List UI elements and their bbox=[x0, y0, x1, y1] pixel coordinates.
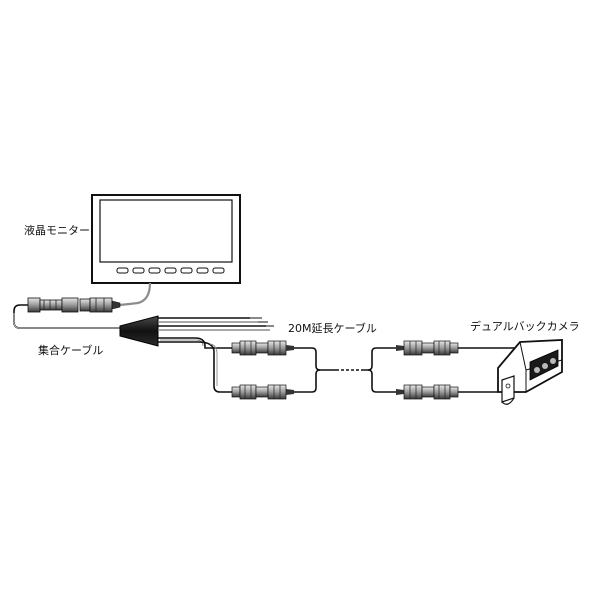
connector-pair-3 bbox=[396, 340, 459, 356]
hub-cable-2 bbox=[158, 341, 232, 393]
monitor-label: 液晶モニター bbox=[24, 224, 90, 237]
loose-wires bbox=[158, 317, 274, 331]
connector-icon bbox=[231, 340, 294, 356]
harness-hub bbox=[119, 315, 159, 347]
camera-icon bbox=[497, 339, 563, 405]
extension-cable bbox=[294, 347, 396, 393]
connector-icon bbox=[231, 384, 294, 400]
hub-cable-1 bbox=[158, 337, 232, 349]
monitor-cable bbox=[119, 282, 152, 307]
connector-icon bbox=[396, 340, 459, 356]
extension-label: 20M延長ケーブル bbox=[288, 322, 377, 335]
harness-connector-left bbox=[27, 297, 121, 313]
monitor-icon bbox=[91, 194, 241, 284]
harness-label: 集合ケーブル bbox=[38, 344, 104, 357]
monitor-buttons bbox=[116, 267, 225, 274]
camera-label: デュアルバックカメラ bbox=[470, 320, 580, 333]
connector-pair-1 bbox=[231, 340, 294, 356]
connector-pair-2 bbox=[231, 384, 294, 400]
connector-pair-4 bbox=[396, 384, 459, 400]
connector-icon bbox=[396, 384, 459, 400]
